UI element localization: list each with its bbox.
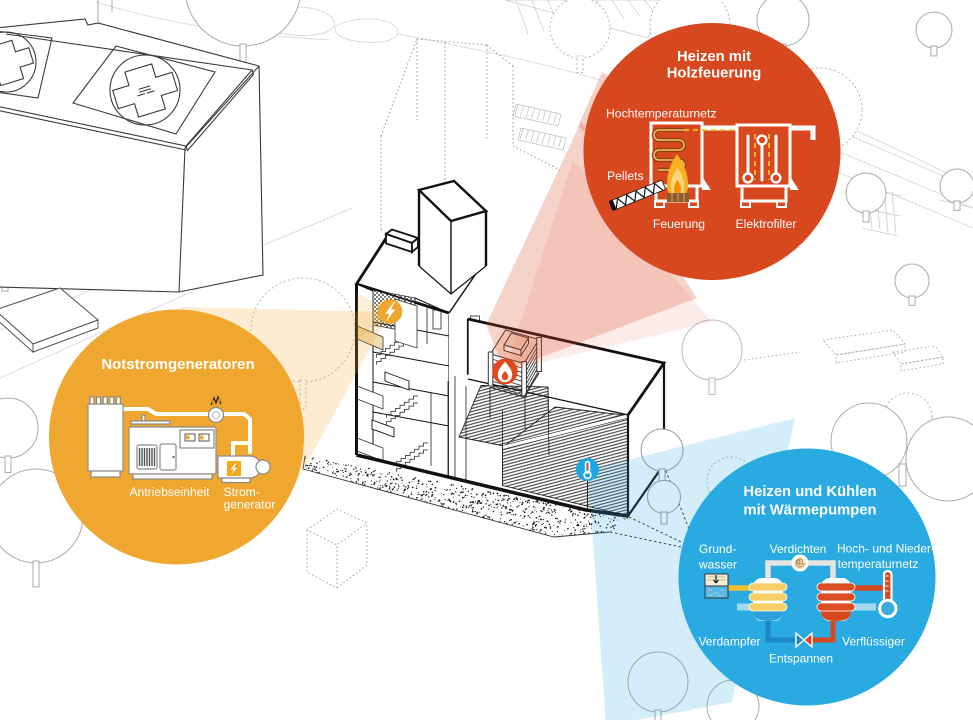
svg-text:Verdichten: Verdichten xyxy=(770,542,827,556)
svg-text:Hochtemperaturnetz: Hochtemperaturnetz xyxy=(606,107,716,121)
svg-text:generator: generator xyxy=(224,498,276,512)
svg-text:Strom-: Strom- xyxy=(224,485,260,499)
svg-text:temperaturnetz: temperaturnetz xyxy=(838,557,919,571)
svg-text:Verdampfer: Verdampfer xyxy=(698,635,760,649)
svg-text:Notstromgeneratoren: Notstromgeneratoren xyxy=(101,356,254,373)
svg-text:wasser: wasser xyxy=(698,558,737,572)
svg-text:Holzfeuerung: Holzfeuerung xyxy=(667,66,762,82)
svg-text:Antriebseinheit: Antriebseinheit xyxy=(129,485,210,499)
svg-text:Elektrofilter: Elektrofilter xyxy=(736,217,797,231)
svg-text:Entspannen: Entspannen xyxy=(769,652,833,666)
svg-text:Pellets: Pellets xyxy=(607,169,644,183)
svg-text:Heizen mit: Heizen mit xyxy=(677,49,751,65)
svg-text:Feuerung: Feuerung xyxy=(653,217,705,231)
svg-text:Hoch- und Nieder-: Hoch- und Nieder- xyxy=(837,542,935,556)
svg-text:Heizen und Kühlen: Heizen und Kühlen xyxy=(743,484,876,500)
svg-text:Verflüssiger: Verflüssiger xyxy=(842,635,905,649)
svg-text:Grund-: Grund- xyxy=(699,542,736,556)
svg-text:mit Wärmepumpen: mit Wärmepumpen xyxy=(743,503,876,519)
